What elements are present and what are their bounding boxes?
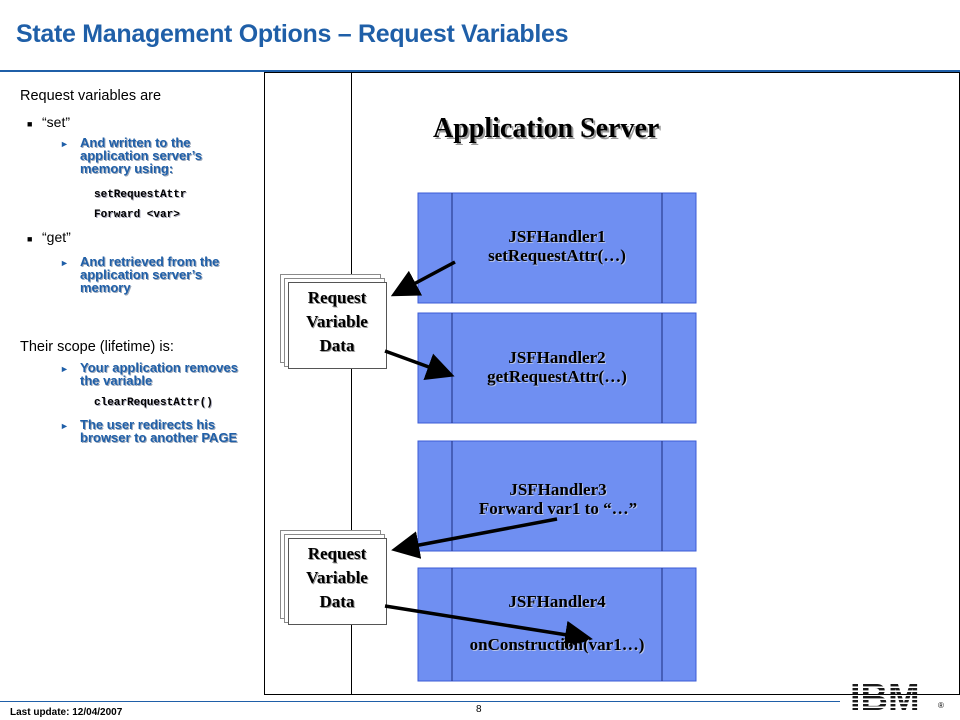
set-detail: And written to the application server’s … bbox=[80, 135, 203, 176]
page-title: State Management Options – Request Varia… bbox=[16, 20, 569, 48]
svg-text:®: ® bbox=[938, 701, 944, 710]
triangle-bullet-icon: ► bbox=[60, 364, 69, 374]
rv2-line3: Data bbox=[319, 592, 355, 611]
handler-box-1 bbox=[417, 192, 697, 304]
triangle-bullet-icon: ► bbox=[60, 421, 69, 431]
triangle-bullet-icon: ► bbox=[60, 258, 69, 268]
handler-4-text: JSFHandler4 onConstruction(var1…) bbox=[440, 592, 674, 654]
footer-divider bbox=[0, 701, 840, 702]
title-divider bbox=[0, 70, 960, 72]
square-bullet-icon: ■ bbox=[27, 234, 33, 244]
handler-3-text: JSFHandler3 Forward var1 to “…” bbox=[438, 480, 678, 518]
handler-2-text: JSFHandler2 getRequestAttr(…) bbox=[452, 348, 662, 386]
handler-2-name: JSFHandler2 bbox=[508, 348, 606, 367]
set-label: “set” bbox=[42, 114, 70, 130]
handler-box-2 bbox=[417, 312, 697, 424]
rv2-line1: Request bbox=[307, 544, 367, 563]
application-server-title: Application Server bbox=[433, 113, 660, 144]
arrow-set-to-data bbox=[390, 260, 456, 297]
handler-1-text: JSFHandler1 setRequestAttr(…) bbox=[452, 227, 662, 265]
rv1-line1: Request bbox=[307, 288, 367, 307]
request-variable-text-2: Request Variable Data bbox=[288, 542, 386, 614]
ibm-logo-icon: IBM ® bbox=[850, 677, 944, 716]
intro-text: Request variables are bbox=[20, 88, 162, 104]
code-set-request-attr: setRequestAttr bbox=[94, 189, 187, 201]
handler-4-name: JSFHandler4 bbox=[508, 592, 606, 611]
rv2-line2: Variable bbox=[306, 568, 368, 587]
code-forward: Forward <var> bbox=[94, 209, 180, 221]
page-number: 8 bbox=[476, 704, 482, 715]
arrow-data-to-construction bbox=[384, 604, 593, 649]
handler-1-name: JSFHandler1 bbox=[508, 227, 606, 246]
scope-item-1: Your application removes the variable bbox=[80, 360, 238, 388]
handler-1-call: setRequestAttr(…) bbox=[488, 246, 626, 265]
ibm-logo-text: IBM bbox=[850, 677, 920, 716]
last-update: Last update: 12/04/2007 bbox=[10, 707, 123, 718]
handler-box-3 bbox=[417, 440, 697, 552]
handler-4-call: onConstruction(var1…) bbox=[469, 635, 645, 654]
arrow-forward-to-data bbox=[391, 517, 558, 559]
handler-box-4 bbox=[417, 567, 697, 682]
arrow-data-to-get bbox=[384, 349, 455, 380]
scope-item-2: The user redirects his browser to anothe… bbox=[80, 417, 238, 445]
rv1-line3: Data bbox=[319, 336, 355, 355]
rv1-line2: Variable bbox=[306, 312, 368, 331]
triangle-bullet-icon: ► bbox=[60, 139, 69, 149]
handler-3-call: Forward var1 to “…” bbox=[478, 499, 638, 518]
get-detail: And retrieved from the application serve… bbox=[80, 254, 220, 295]
request-variable-text-1: Request Variable Data bbox=[288, 286, 386, 358]
get-label: “get” bbox=[42, 229, 71, 245]
request-variable-stack-2 bbox=[280, 530, 387, 625]
code-clear-request-attr: clearRequestAttr() bbox=[94, 397, 213, 409]
square-bullet-icon: ■ bbox=[27, 119, 33, 129]
handler-2-call: getRequestAttr(…) bbox=[487, 367, 627, 386]
scope-intro: Their scope (lifetime) is: bbox=[20, 339, 174, 355]
request-variable-stack-1 bbox=[280, 274, 387, 369]
handler-3-name: JSFHandler3 bbox=[509, 480, 607, 499]
